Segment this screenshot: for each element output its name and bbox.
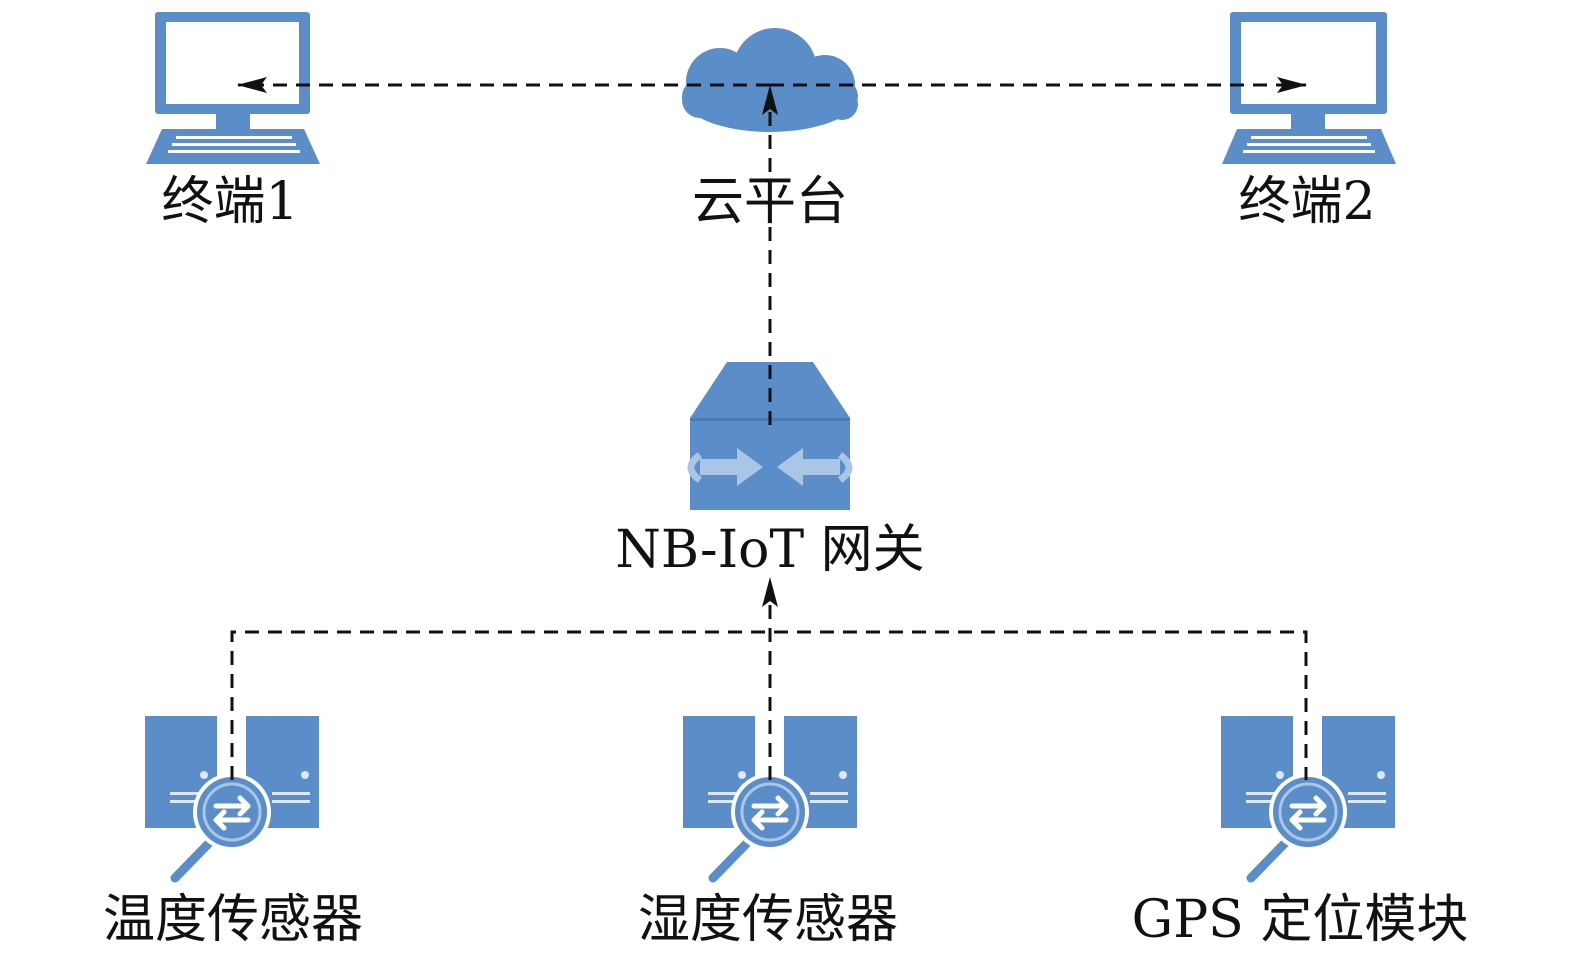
gateway-label: NB-IoT 网关 [615, 520, 925, 580]
temperature-sensor-label: 温度传感器 [102, 890, 364, 950]
sensor-bus-line [230, 630, 1308, 780]
humidity-sensor-label: 湿度传感器 [637, 890, 899, 950]
terminal1-label: 终端1 [161, 172, 299, 232]
gps-module-label: GPS 定位模块 [1131, 890, 1469, 950]
cloud-platform-cloud-icon [682, 28, 858, 132]
nb-iot-gateway-icon [687, 362, 853, 510]
humidity-sensor-icon [683, 716, 857, 883]
temperature-sensor-icon [145, 716, 319, 883]
terminal2-computer-icon [1222, 12, 1396, 164]
cloud-platform-label: 云平台 [691, 172, 849, 232]
terminal1-computer-icon [146, 12, 320, 164]
terminal2-label: 终端2 [1238, 172, 1376, 232]
gps-module-sensor-icon [1221, 716, 1395, 883]
